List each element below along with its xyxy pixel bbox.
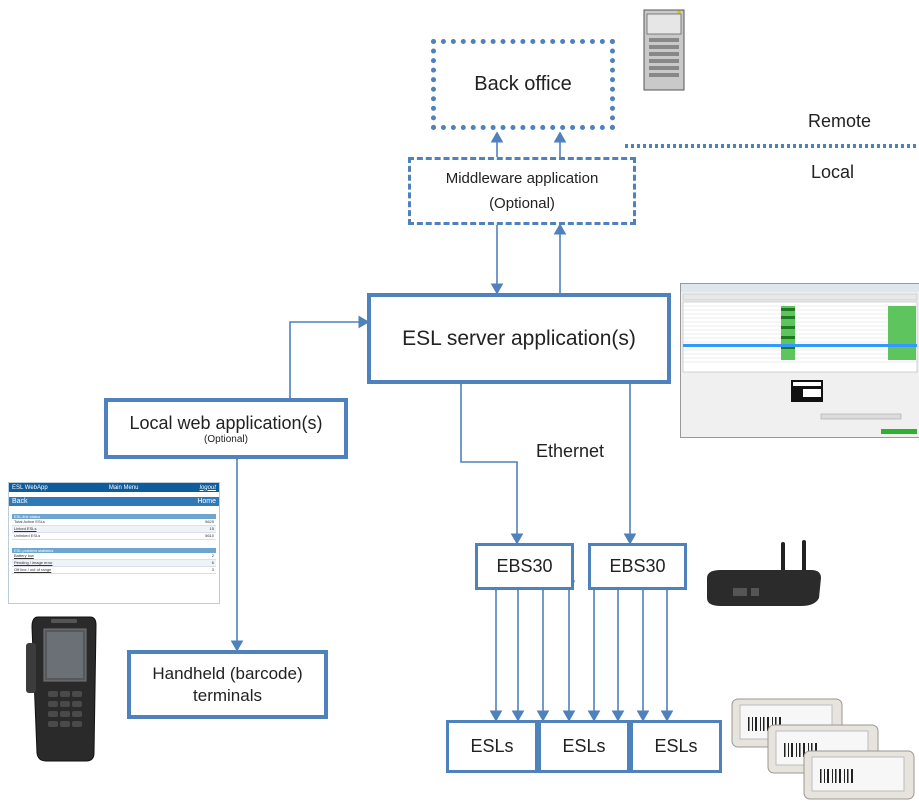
local-web-label: Local web application(s) — [129, 412, 323, 433]
back-office-label: Back office — [474, 73, 572, 95]
esls-left-box: ESLs — [446, 720, 538, 773]
handheld-terminals-label: terminals — [193, 685, 262, 705]
webapp-header: ESL WebApp Main Menu logout — [9, 483, 219, 492]
handheld-label: Handheld (barcode) — [152, 663, 303, 683]
row-label: Unlinked ESLs — [14, 533, 41, 538]
middleware-label: Middleware application — [445, 170, 599, 187]
row-value: 3 — [211, 567, 214, 572]
esls-left-label: ESLs — [470, 736, 514, 756]
ebs30-left-label: EBS30 — [496, 556, 553, 576]
webapp-home-button[interactable]: Home — [197, 498, 216, 505]
row-label: Total Active ESLs — [14, 519, 45, 524]
router-icon — [707, 540, 821, 606]
webapp-back-button[interactable]: Back — [12, 498, 28, 505]
row-value: 5610 — [205, 533, 214, 538]
esl-tags-icon — [731, 698, 915, 800]
local-web-optional-label: (Optional) — [204, 433, 248, 445]
handheld-device-icon — [26, 616, 97, 762]
row-value: 5625 — [205, 519, 214, 524]
ebs30-right-label: EBS30 — [609, 556, 666, 576]
row-value: 15 — [209, 526, 214, 531]
row-label[interactable]: Battery low — [14, 553, 34, 558]
ethernet-label: Ethernet — [536, 441, 605, 461]
webapp-menu-title: Main Menu — [108, 484, 139, 491]
row-value: 2 — [211, 553, 214, 558]
server-tower-icon — [643, 9, 685, 91]
arrow-server-web — [283, 315, 370, 408]
table-row: Unlinked ESLs 5610 — [12, 533, 216, 540]
local-web-box: Local web application(s) (Optional) — [104, 398, 348, 459]
row-label[interactable]: Pending / image error — [14, 560, 53, 565]
arrow-server-ebs-left — [454, 374, 524, 545]
table-row: Total Active ESLs 5625 — [12, 519, 216, 526]
row-label[interactable]: Off line / out of range — [14, 567, 52, 572]
esl-server-label: ESL server application(s) — [402, 326, 636, 350]
table-row[interactable]: Battery low 2 — [12, 553, 216, 560]
back-office-box: Back office — [431, 39, 615, 130]
table-row[interactable]: Linked ESLs 15 — [12, 526, 216, 533]
webapp-nav-bar: Back Home — [9, 497, 219, 506]
webapp-screenshot: ESL WebApp Main Menu logout Back Home ES… — [8, 482, 220, 604]
table-row[interactable]: Off line / out of range 3 — [12, 567, 216, 574]
ebs30-right-box: EBS30 — [588, 543, 687, 590]
row-value: 6 — [211, 560, 214, 565]
link-status-heading: ESL link status — [12, 514, 216, 519]
problem-stats-heading: ESL problem statistics — [12, 548, 216, 553]
ebs30-left-box: EBS30 — [475, 543, 574, 590]
esls-middle-label: ESLs — [562, 736, 606, 756]
esls-right-label: ESLs — [654, 736, 698, 756]
middleware-optional-label: (Optional) — [489, 195, 555, 212]
local-zone-label: Local — [811, 162, 855, 182]
row-label[interactable]: Linked ESLs — [14, 526, 37, 531]
middleware-box: Middleware application (Optional) — [408, 157, 636, 225]
esl-server-box: ESL server application(s) — [367, 293, 671, 384]
webapp-logout-link[interactable]: logout — [199, 484, 216, 491]
esls-middle-box: ESLs — [538, 720, 630, 773]
esls-right-box: ESLs — [630, 720, 722, 773]
server-app-screenshot — [680, 283, 919, 438]
remote-zone-label: Remote — [808, 111, 872, 131]
table-row[interactable]: Pending / image error 6 — [12, 560, 216, 567]
webapp-app-name: ESL WebApp — [12, 484, 48, 491]
handheld-box: Handheld (barcode) terminals — [127, 650, 328, 719]
